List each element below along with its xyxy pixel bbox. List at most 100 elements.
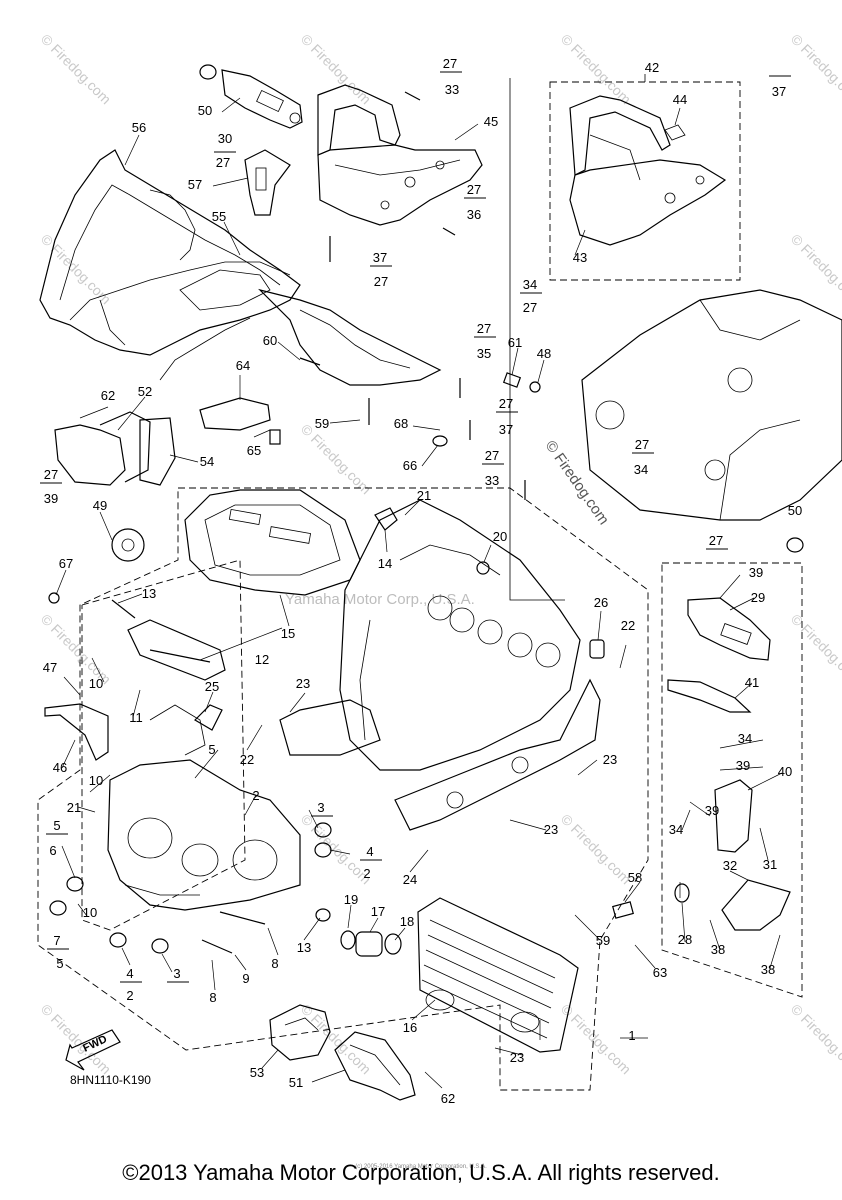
- callout-labels: 1222334455567889101010111213131415161718…: [40, 56, 802, 1106]
- callout-34d: 34: [669, 822, 683, 837]
- callout-16: 16: [403, 1020, 417, 1035]
- callout-3a: 3: [317, 800, 324, 815]
- callout-30: 30: [218, 131, 232, 146]
- callout-10b: 10: [89, 773, 103, 788]
- callout-17: 17: [371, 904, 385, 919]
- nut-50-top: [199, 64, 217, 80]
- main-frame-center: [339, 499, 581, 771]
- callout-7: 7: [53, 933, 60, 948]
- callout-34a: 34: [523, 277, 537, 292]
- callout-68: 68: [394, 416, 408, 431]
- callout-45: 45: [484, 114, 498, 129]
- callout-38b: 38: [761, 962, 775, 977]
- watermark: © Firedog.com: [298, 31, 374, 107]
- lower-side-frame: [279, 678, 601, 831]
- callout-27d: 27: [467, 182, 481, 197]
- callout-22b: 22: [240, 752, 254, 767]
- callout-50a: 50: [198, 103, 212, 118]
- callout-24: 24: [403, 872, 417, 887]
- watermark: © Firedog.com: [542, 438, 612, 529]
- callout-2c: 2: [126, 988, 133, 1003]
- callout-21b: 21: [67, 800, 81, 815]
- center-watermark: Yamaha Motor Corp., U.S.A.: [285, 591, 475, 608]
- bracket-57: [244, 149, 291, 216]
- callout-43: 43: [573, 250, 587, 265]
- callout-1: 1: [628, 1028, 635, 1043]
- callout-11: 11: [129, 710, 143, 725]
- callout-63: 63: [653, 965, 667, 980]
- watermark: © Firedog.com: [558, 811, 634, 887]
- callout-40: 40: [778, 764, 792, 779]
- callout-27e: 27: [523, 300, 537, 315]
- callout-4b: 4: [126, 966, 133, 981]
- callout-44: 44: [673, 92, 687, 107]
- callout-6: 6: [49, 843, 56, 858]
- callout-31: 31: [763, 857, 777, 872]
- callout-62b: 62: [441, 1091, 455, 1106]
- callout-27c: 27: [374, 274, 388, 289]
- callout-61: 61: [508, 335, 522, 350]
- bracket-29: [687, 597, 771, 661]
- box-42-leader: [509, 78, 565, 601]
- callout-27h: 27: [485, 448, 499, 463]
- callout-67: 67: [59, 556, 73, 571]
- callout-26: 26: [594, 595, 608, 610]
- callout-21a: 21: [417, 488, 431, 503]
- watermark: © Firedog.com: [558, 1001, 634, 1077]
- callout-66: 66: [403, 458, 417, 473]
- callout-23a: 23: [296, 676, 310, 691]
- drawing-code: 8HN1110-K190: [70, 1073, 151, 1087]
- callout-27a: 27: [443, 56, 457, 71]
- callout-59a: 59: [315, 416, 329, 431]
- callout-38a: 38: [711, 942, 725, 957]
- watermark: © Firedog.com: [38, 31, 114, 107]
- bracket-46: [44, 703, 109, 761]
- callout-56: 56: [132, 120, 146, 135]
- callout-27f: 27: [477, 321, 491, 336]
- callout-22a: 22: [621, 618, 635, 633]
- callout-37a: 37: [373, 250, 387, 265]
- callout-23d: 23: [510, 1050, 524, 1065]
- callout-36: 36: [467, 207, 481, 222]
- intake-duct-56: [39, 149, 301, 356]
- callout-27b: 27: [216, 155, 230, 170]
- callout-25: 25: [205, 679, 219, 694]
- callout-60: 60: [263, 333, 277, 348]
- rear-bumper-45: [317, 84, 483, 226]
- callout-5b: 5: [53, 818, 60, 833]
- copyright-footer: ©2013 Yamaha Motor Corporation, U.S.A. A…: [122, 1160, 720, 1185]
- callout-4a: 4: [366, 844, 373, 859]
- chassis-tunnel: [581, 289, 842, 521]
- callout-62a: 62: [101, 388, 115, 403]
- callout-58: 58: [628, 870, 642, 885]
- seat-cowl-55: [159, 288, 442, 386]
- callout-49: 49: [93, 498, 107, 513]
- callout-39a: 39: [749, 565, 763, 580]
- box-27-right-boundary: [661, 562, 803, 998]
- callout-2a: 2: [252, 788, 259, 803]
- callout-29: 29: [751, 590, 765, 605]
- callout-10a: 10: [89, 676, 103, 691]
- small-parts: [48, 91, 804, 957]
- callout-35: 35: [477, 346, 491, 361]
- watermark: © Firedog.com: [788, 231, 842, 307]
- callout-18: 18: [400, 914, 414, 929]
- callout-51: 51: [289, 1075, 303, 1090]
- small-copyright: (c) 2005-2016 Yamaha Motor Corporation, …: [355, 1164, 487, 1170]
- callout-27g: 27: [499, 396, 513, 411]
- guard-51: [334, 1031, 416, 1101]
- callout-47: 47: [43, 660, 57, 675]
- heat-exchanger-16: [417, 897, 579, 1053]
- callout-8b: 8: [271, 956, 278, 971]
- watermark: © Firedog.com: [788, 1001, 842, 1077]
- callout-50b: 50: [788, 503, 802, 518]
- callout-39c: 39: [705, 803, 719, 818]
- guard-53: [269, 1004, 331, 1061]
- callout-37b: 37: [499, 422, 513, 437]
- watermark: © Firedog.com: [298, 421, 374, 497]
- callout-52: 52: [138, 384, 152, 399]
- callout-8a: 8: [209, 990, 216, 1005]
- callout-57: 57: [188, 177, 202, 192]
- callout-12: 12: [255, 652, 269, 667]
- callout-20: 20: [493, 529, 507, 544]
